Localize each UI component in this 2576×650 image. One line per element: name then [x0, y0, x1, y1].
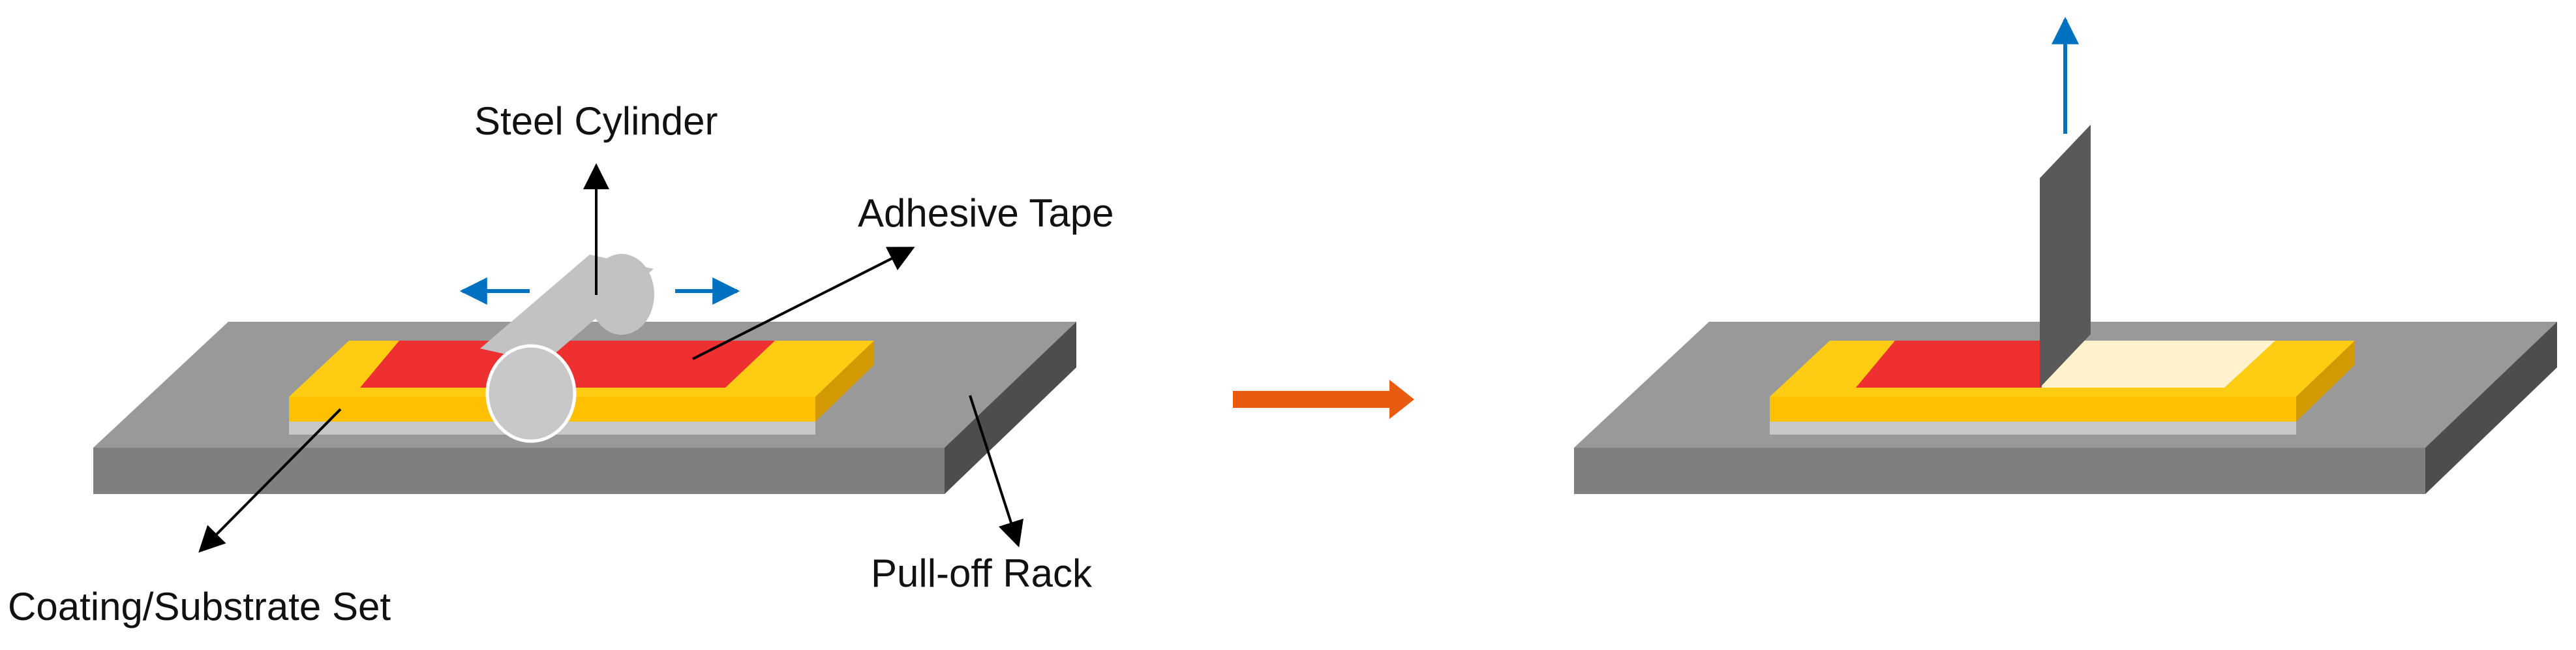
- rack-front-face-right: [1574, 448, 2425, 494]
- remaining-adhesive-tape: [1856, 341, 2042, 388]
- adhesive-tape-callout-line: [692, 247, 915, 360]
- coating-side-face: [815, 341, 874, 422]
- peeled-tape-strip: [2040, 125, 2091, 388]
- pull-off-rack-callout-line: [969, 395, 1023, 548]
- steel-cylinder: [480, 254, 654, 443]
- rack-front-face: [93, 448, 945, 494]
- rack-side-face-right: [2425, 322, 2557, 494]
- cylinder-back-end: [589, 254, 654, 335]
- coating-front-face-right: [1770, 397, 2296, 422]
- adhesive-tape-label: Adhesive Tape: [858, 191, 1114, 235]
- substrate-layer-right: [1770, 422, 2296, 435]
- steel-cylinder-label: Steel Cylinder: [474, 99, 718, 143]
- right-panel: [1574, 16, 2557, 494]
- coating-side-face-right: [2296, 341, 2355, 422]
- process-arrow-shaft: [1233, 391, 1389, 408]
- pull-off-rack-label: Pull-off Rack: [871, 551, 1093, 595]
- left-panel: Steel Cylinder Adhesive Tape Coating/Sub…: [8, 99, 1114, 628]
- coating-substrate-callout-line: [198, 408, 342, 553]
- rack-side-face: [945, 322, 1076, 494]
- adhesive-tape: [360, 341, 775, 388]
- peeled-area: [2042, 341, 2275, 388]
- process-arrow: [1233, 380, 1414, 419]
- coating-substrate-set-label: Coating/Substrate Set: [8, 585, 391, 628]
- cylinder-front-end: [485, 344, 577, 443]
- process-arrow-head: [1389, 380, 1414, 419]
